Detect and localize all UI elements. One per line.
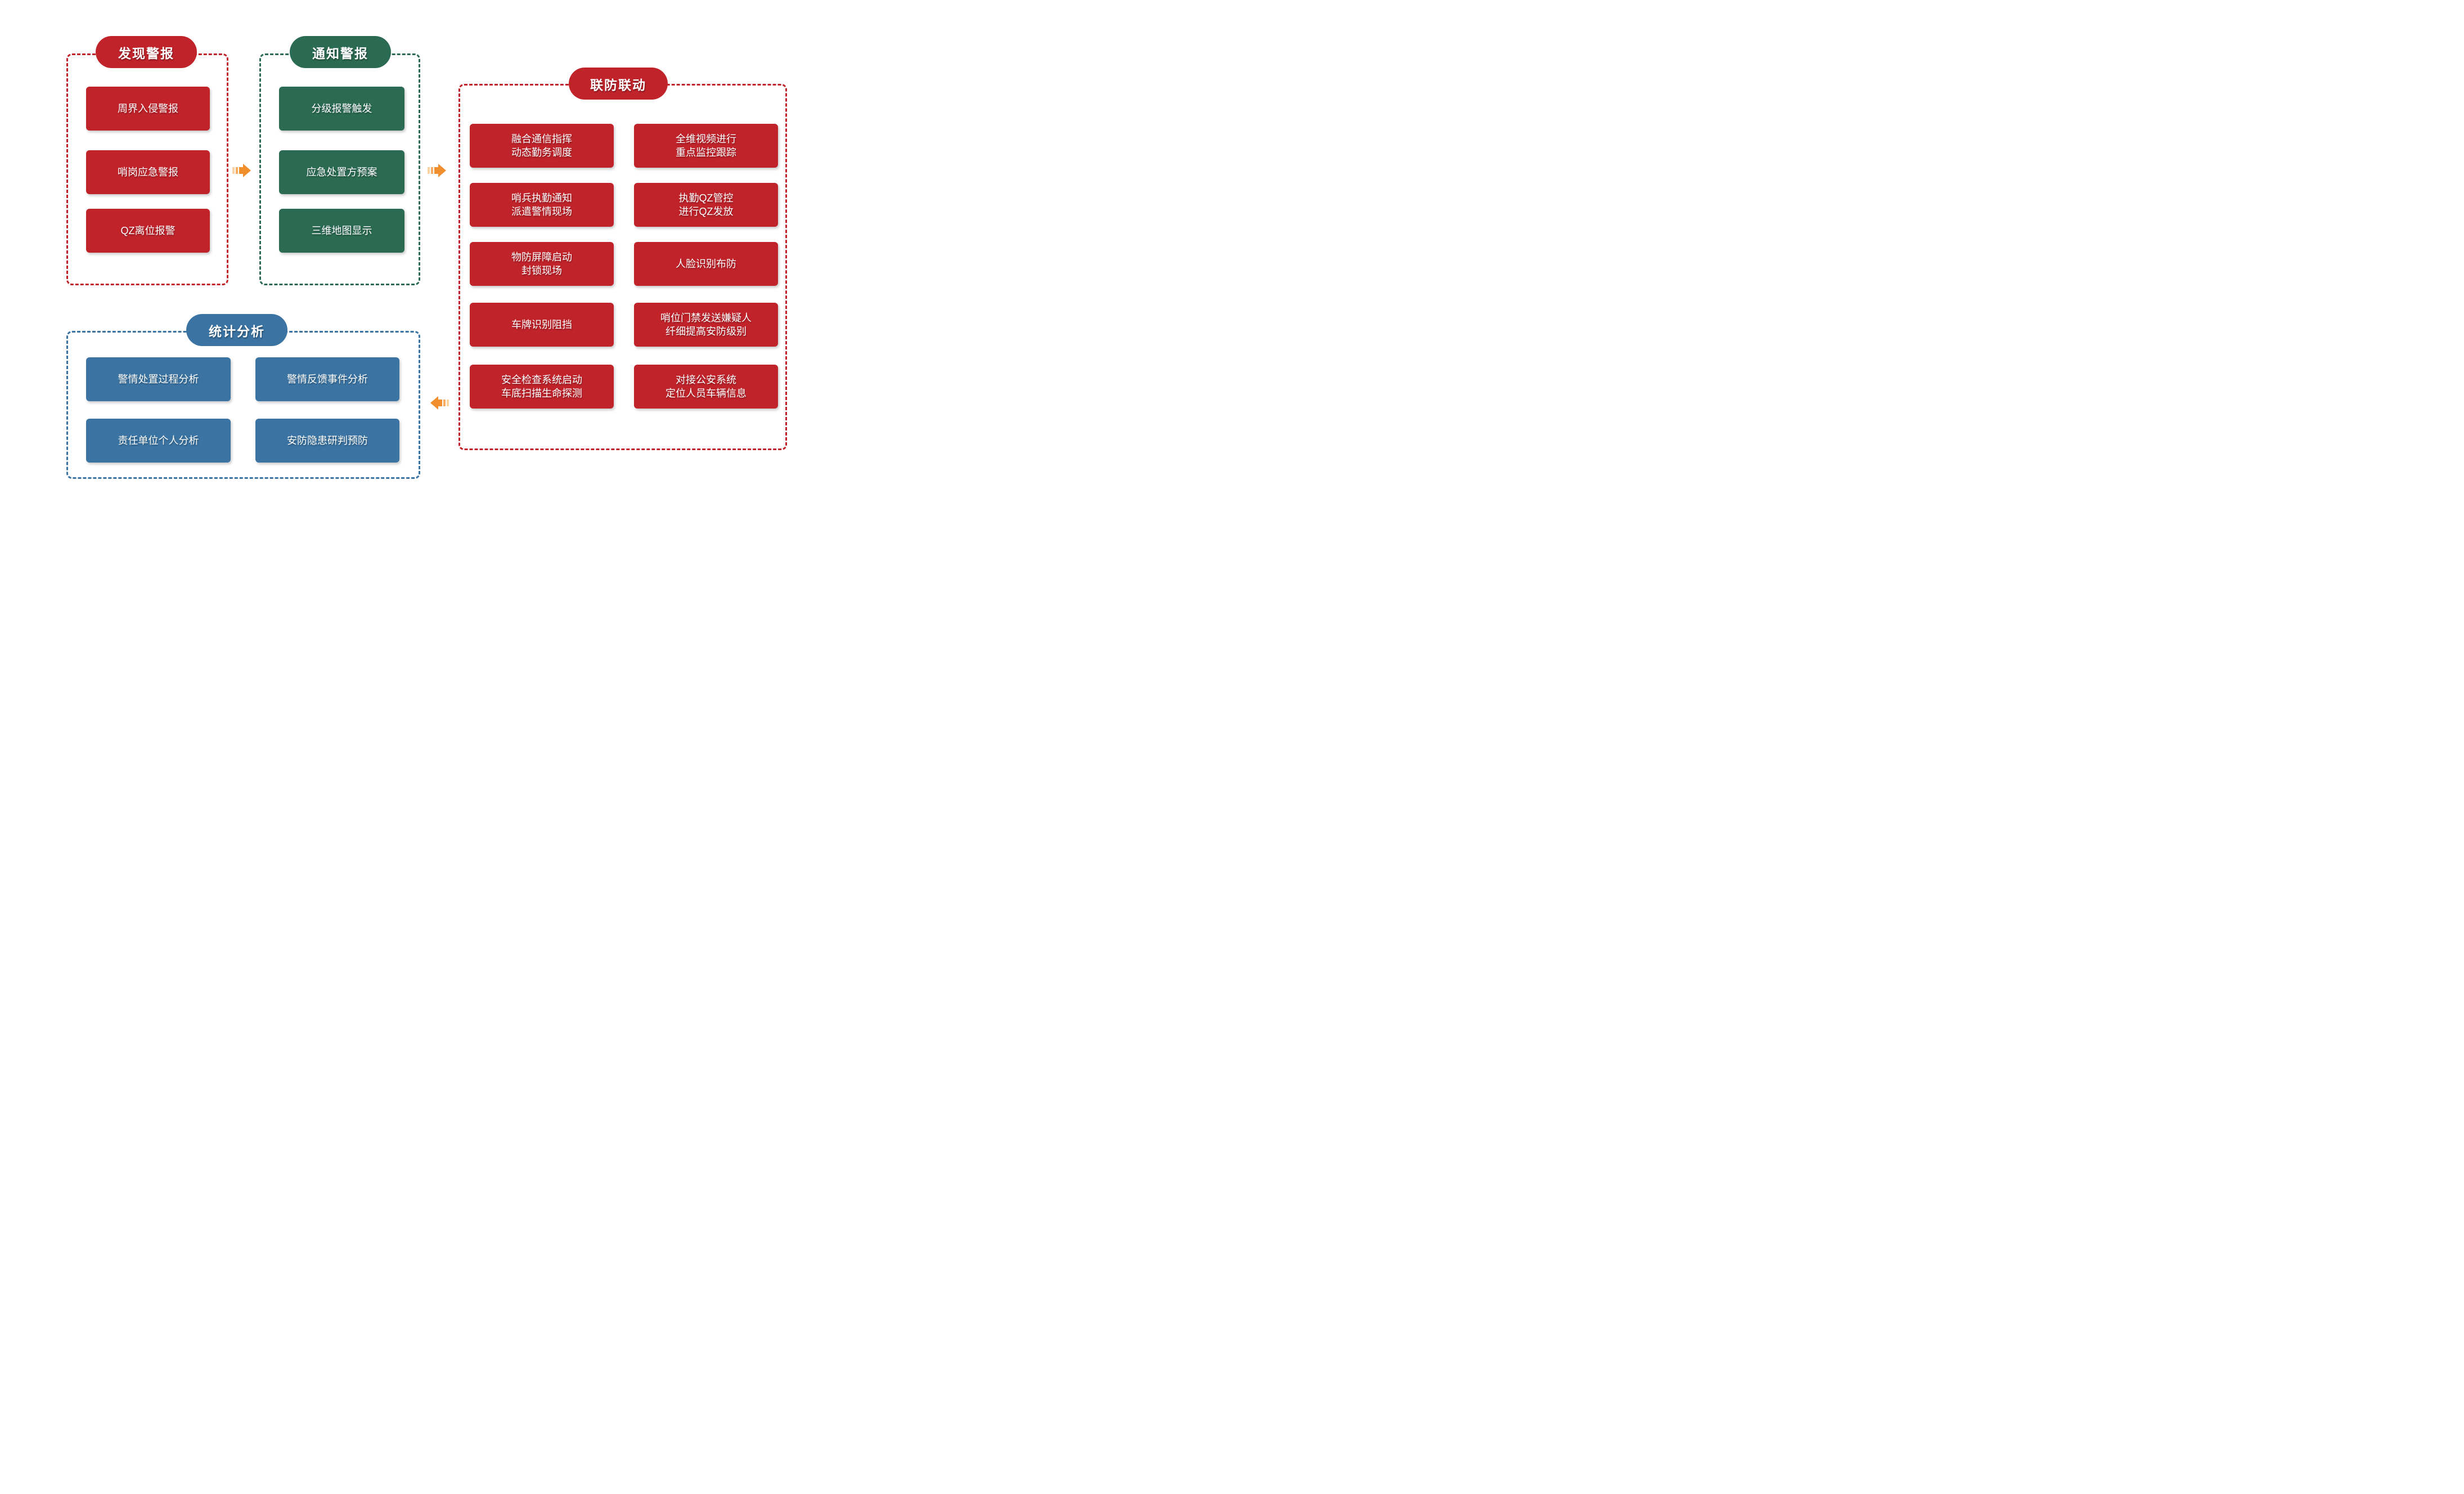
process-block-feedback-analysis: 警情反馈事件分析 (255, 357, 399, 401)
process-block-qz-control: 执勤QZ管控 进行QZ发放 (634, 183, 778, 227)
process-block-police-link: 对接公安系统 定位人员车辆信息 (634, 365, 778, 409)
process-block-perimeter-intrusion: 周界入侵警报 (86, 87, 210, 131)
process-block-sentry-emergency: 哨岗应急警报 (86, 150, 210, 194)
notify-alert-header-pill: 通知警报 (290, 36, 391, 68)
process-block-comm-dispatch: 融合通信指挥 动态勤务调度 (470, 124, 614, 168)
flow-arrow-right-icon (232, 163, 251, 178)
process-block-video-tracking: 全维视频进行 重点监控跟踪 (634, 124, 778, 168)
process-block-face-recognition: 人脸识别布防 (634, 242, 778, 286)
process-block-plate-recognition: 车牌识别阻挡 (470, 303, 614, 347)
statistics-header-pill: 统计分析 (186, 314, 287, 346)
flow-arrow-right-icon (428, 163, 447, 178)
process-block-responsibility-analysis: 责任单位个人分析 (86, 419, 231, 463)
process-block-hazard-prediction: 安防隐患研判预防 (255, 419, 399, 463)
process-block-security-scan: 安全检查系统启动 车底扫描生命探测 (470, 365, 614, 409)
flow-arrow-left-icon (430, 395, 449, 411)
process-block-3d-map: 三维地图显示 (279, 209, 404, 253)
process-block-handling-analysis: 警情处置过程分析 (86, 357, 231, 401)
process-block-access-suspect: 哨位门禁发送嫌疑人 纤细提高安防级别 (634, 303, 778, 347)
process-block-qz-offsite: QZ离位报警 (86, 209, 210, 253)
process-block-physical-barrier: 物防屏障启动 封锁现场 (470, 242, 614, 286)
diagram-canvas: 发现警报 周界入侵警报 哨岗应急警报 QZ离位报警 通知警报 分级报警触发 应急… (0, 0, 821, 498)
process-block-tiered-alarm: 分级报警触发 (279, 87, 404, 131)
process-block-emergency-plan: 应急处置方预案 (279, 150, 404, 194)
process-block-sentry-notify: 哨兵执勤通知 派遣警情现场 (470, 183, 614, 227)
discover-alert-header-pill: 发现警报 (96, 36, 197, 68)
joint-defense-header-pill: 联防联动 (569, 68, 668, 100)
